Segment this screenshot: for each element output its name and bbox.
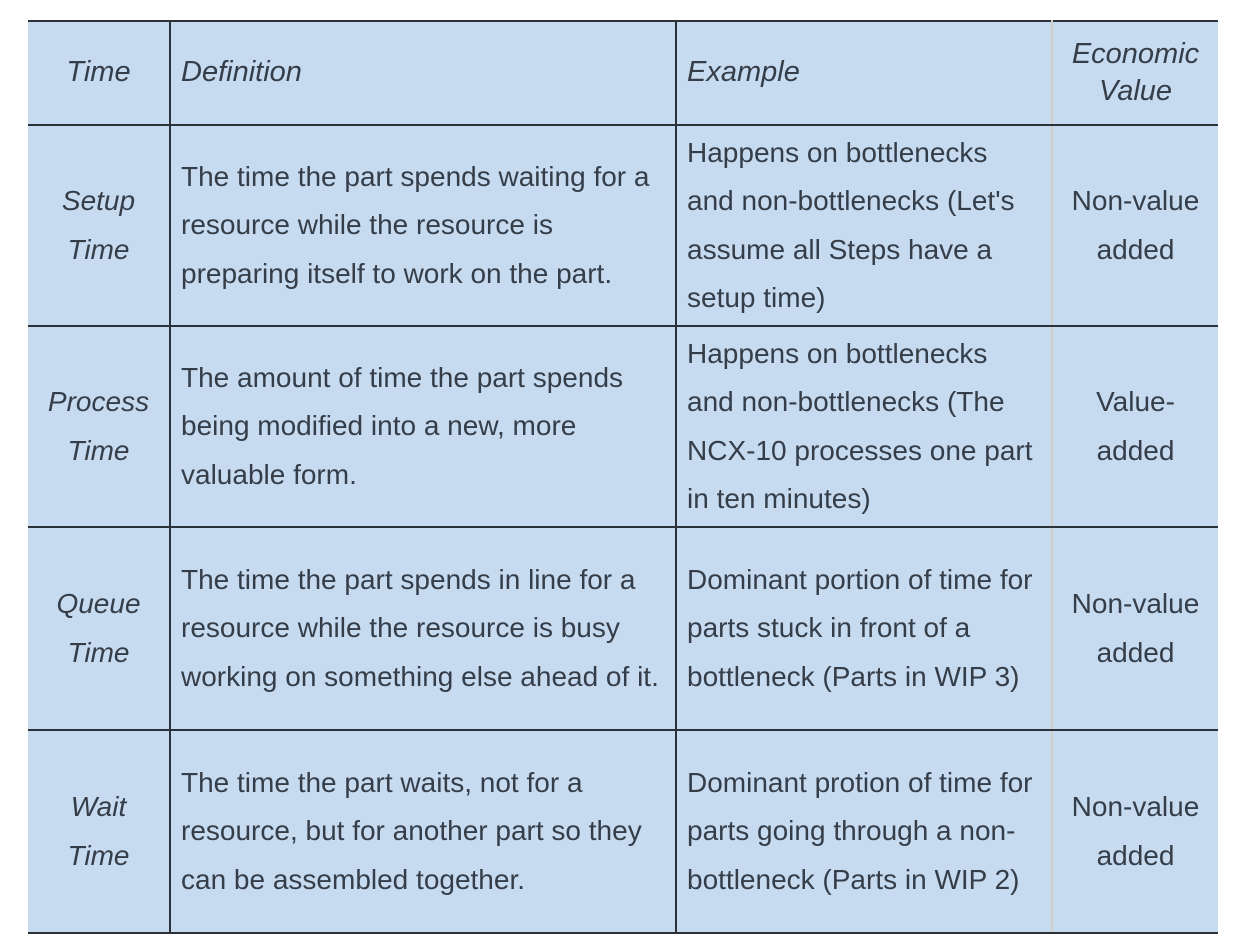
column-header-time: Time: [28, 20, 171, 126]
cell-definition-wait: The time the part waits, not for a resou…: [170, 729, 677, 934]
cell-economic-value-queue: Non-value added: [1052, 526, 1218, 731]
table-body: Setup Time The time the part spends wait…: [28, 124, 1218, 934]
table-row: Queue Time The time the part spends in l…: [28, 526, 1218, 731]
cell-time-setup: Setup Time: [28, 124, 171, 327]
cell-time-process: Process Time: [28, 325, 171, 528]
table-header: Time Definition Example Economic Value: [28, 20, 1218, 126]
cell-example-queue: Dominant portion of time for parts stuck…: [676, 526, 1053, 731]
table-header-row: Time Definition Example Economic Value: [28, 20, 1218, 126]
cell-economic-value-wait: Non-value added: [1052, 729, 1218, 934]
cell-definition-setup: The time the part spends waiting for a r…: [170, 124, 677, 327]
table-row: Wait Time The time the part waits, not f…: [28, 729, 1218, 934]
cell-definition-process: The amount of time the part spends being…: [170, 325, 677, 528]
cell-definition-queue: The time the part spends in line for a r…: [170, 526, 677, 731]
time-definitions-table: Time Definition Example Economic Value S…: [28, 20, 1218, 934]
table-row: Setup Time The time the part spends wait…: [28, 124, 1218, 327]
cell-example-wait: Dominant protion of time for parts going…: [676, 729, 1053, 934]
table-row: Process Time The amount of time the part…: [28, 325, 1218, 528]
column-header-economic-value: Economic Value: [1052, 20, 1218, 126]
cell-time-queue: Queue Time: [28, 526, 171, 731]
cell-example-process: Happens on bottlenecks and non-bottlenec…: [676, 325, 1053, 528]
column-header-example: Example: [676, 20, 1053, 126]
cell-economic-value-setup: Non-value added: [1052, 124, 1218, 327]
cell-time-wait: Wait Time: [28, 729, 171, 934]
cell-economic-value-process: Value-added: [1052, 325, 1218, 528]
column-header-definition: Definition: [170, 20, 677, 126]
cell-example-setup: Happens on bottlenecks and non-bottlenec…: [676, 124, 1053, 327]
